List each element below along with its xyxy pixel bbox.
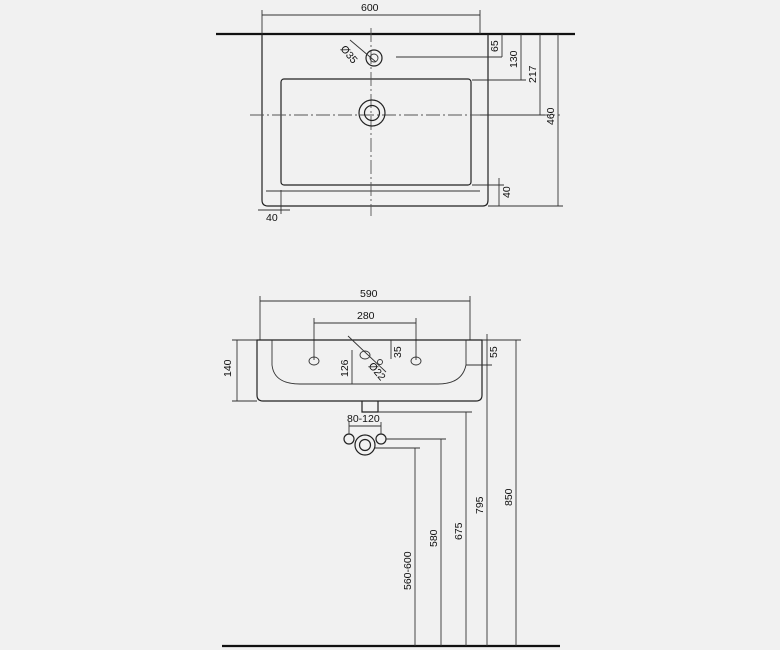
dim-130-label: 130 [508, 50, 520, 68]
dim-590-label: 590 [360, 288, 378, 300]
dim-80-120-label: 80-120 [347, 413, 380, 425]
dim-850-label: 850 [503, 488, 515, 506]
drain-inner [363, 104, 381, 122]
drain-hole-front [377, 359, 383, 365]
dim-drain-hole-label: Ø22 [366, 360, 388, 383]
hole-right [410, 356, 422, 366]
pipe-right [375, 433, 387, 445]
dim-55-label: 55 [488, 346, 500, 358]
bowl-curve [271, 340, 467, 385]
dim-217-label: 217 [527, 65, 539, 83]
hole-left [308, 356, 320, 366]
dim-126-label: 126 [339, 359, 351, 377]
tap-leader [349, 39, 377, 63]
drain-outer [358, 99, 386, 127]
inner-bowl-top [280, 78, 472, 186]
dim-460-label: 460 [545, 107, 557, 125]
waste-outer [354, 434, 376, 456]
waste-inner [358, 438, 372, 452]
hole-center [359, 350, 371, 360]
pipe-left [343, 433, 355, 445]
tap-hole [365, 49, 383, 67]
dim-40-right-label: 40 [501, 186, 513, 198]
dim-65-label: 65 [489, 40, 501, 52]
tap-hole-inner [369, 53, 379, 63]
dim-675-label: 675 [453, 522, 465, 540]
dim-35-label: 35 [392, 346, 404, 358]
dim-280-label: 280 [357, 310, 375, 322]
dim-140-label: 140 [222, 359, 234, 377]
dim-tap-hole-label: Ø35 [338, 43, 360, 66]
dim-560-600-label: 560-600 [402, 551, 414, 590]
basin-profile [256, 339, 483, 402]
dim-580-label: 580 [428, 529, 440, 547]
dim-40-bottom-label: 40 [266, 212, 278, 224]
top-view: 600 Ø35 65 130 217 460 40 40 [216, 2, 575, 224]
front-view: 590 280 140 126 35 Ø22 55 [222, 288, 560, 648]
basin-outline-top [261, 34, 489, 207]
dim-600-label: 600 [361, 2, 379, 14]
siphon-stub [361, 401, 379, 413]
drain-hole-leader [347, 335, 387, 373]
dim-795-label: 795 [474, 496, 486, 514]
